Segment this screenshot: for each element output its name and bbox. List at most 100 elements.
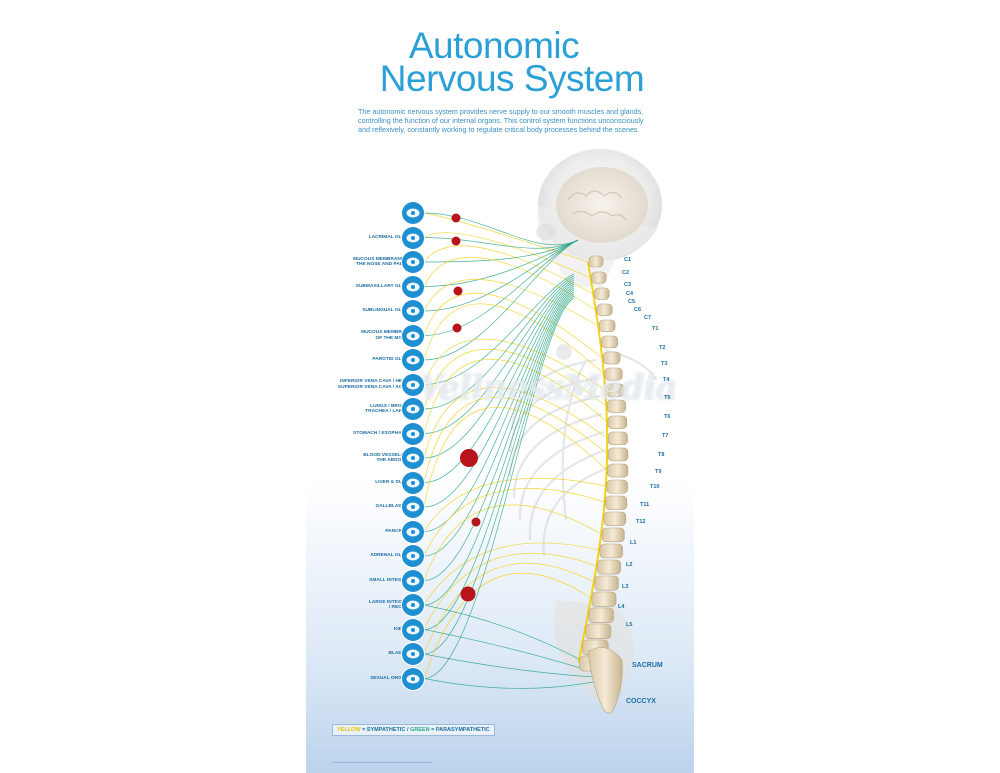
rib-cage [508, 348, 657, 557]
sexual-organs-icon [402, 667, 424, 690]
vertebra [603, 511, 627, 526]
nerve-line [423, 504, 602, 581]
vertebra [606, 479, 628, 494]
sacrum-label: SACRUM [632, 662, 663, 669]
vertebra-label: L2 [626, 562, 633, 568]
blood-vessels-icon [402, 447, 424, 469]
legend-separator: / [406, 727, 409, 733]
nerve-line [423, 279, 575, 459]
nerve-line [423, 387, 608, 459]
nervous-system-illustration [423, 149, 662, 714]
ganglia [451, 213, 481, 602]
vertebra-label: T8 [658, 452, 665, 458]
vertebra [599, 543, 623, 559]
nose-palate-icon [402, 251, 424, 273]
skull [536, 149, 662, 288]
vertebra [607, 463, 629, 478]
vertebra-label: L1 [630, 540, 637, 546]
organ-label: BLADDER [388, 651, 412, 657]
title-line-1: Autonomic [408, 25, 580, 66]
nerve-line [423, 237, 579, 249]
gallbladder-icon [402, 496, 424, 518]
nerve-line [423, 287, 575, 557]
vertebra [600, 335, 618, 349]
vertebra-label: T2 [659, 345, 666, 351]
vertebra [602, 351, 621, 365]
nerve-line [423, 303, 605, 375]
vertebra-label: T3 [661, 361, 668, 367]
vertebra [601, 527, 625, 543]
nerve-line [423, 289, 575, 581]
legend: YELLOW = SYMPATHETIC / GREEN = PARASYMPA… [332, 724, 495, 736]
nerve-line [423, 477, 606, 532]
vertebra-label: T12 [636, 519, 646, 525]
vertebra [591, 591, 617, 607]
vertebra [598, 319, 616, 332]
mouth-icon [402, 324, 424, 347]
nerve-line [423, 653, 613, 679]
intro-paragraph: The autonomic nervous system provides ne… [358, 107, 644, 134]
small-intestine-icon [402, 569, 424, 592]
nerve-line [423, 406, 607, 508]
spinal-cord [577, 261, 609, 663]
vertebra [591, 271, 607, 284]
ganglion [451, 236, 461, 246]
vertebra-label: C3 [624, 282, 632, 288]
vertebra-label: T6 [664, 414, 671, 420]
vertebra [585, 623, 612, 639]
legend-yellow: YELLOW [337, 727, 361, 733]
nerve-line [423, 277, 575, 434]
legend-parasympathetic: = PARASYMPATHETIC [431, 727, 490, 733]
vertebra-label: T11 [640, 502, 650, 508]
legend-green: GREEN [410, 727, 430, 733]
vertebra [605, 383, 625, 397]
lungs-icon [402, 398, 424, 420]
vertebra-label: C7 [644, 315, 652, 321]
adrenal-gland-icon [402, 545, 424, 567]
bladder-icon [402, 643, 424, 665]
vertebra-label: T5 [664, 395, 671, 401]
eye-icon [402, 202, 424, 224]
nerve-line [423, 239, 579, 287]
vertebra-label: T9 [655, 469, 662, 475]
nerve-line [423, 293, 575, 630]
nerve-lines [423, 212, 613, 689]
organ-label: PANCREAS [385, 528, 412, 534]
nerve-line [423, 562, 594, 655]
nerve-line [423, 292, 603, 359]
vertebra-label: T7 [662, 433, 669, 439]
ganglion [452, 323, 462, 333]
heart-icon [402, 373, 424, 396]
nerve-line [423, 239, 579, 263]
nerve-line [423, 239, 579, 336]
vertebra [593, 287, 610, 300]
vertebra-label: T1 [652, 326, 659, 332]
organ-label: SMALL INTESTINE [369, 577, 412, 583]
nerve-line [423, 359, 608, 434]
organ-label: SEXUAL ORGANS [370, 675, 412, 681]
nerve-line [423, 232, 591, 279]
ganglion [460, 586, 476, 602]
coccyx-label: COCCYX [626, 698, 656, 705]
nerve-line [423, 273, 575, 385]
nerve-line [423, 275, 575, 410]
sublingual-gland-icon [402, 300, 424, 322]
vertebra-label: C5 [628, 299, 636, 305]
vertebra-label: C6 [634, 307, 642, 313]
organ-label: GALLBLADDER [375, 504, 412, 510]
nerve-line [423, 212, 579, 246]
nerve-line [423, 552, 597, 630]
vertebra [588, 607, 614, 623]
vertebra [606, 399, 626, 413]
sacrum-bone [587, 647, 623, 714]
vertebra [588, 255, 604, 268]
nerve-line [423, 542, 600, 606]
poster: Autonomic Nervous System The autonomic n… [306, 0, 694, 773]
vertebra [597, 559, 621, 575]
parotid-gland-icon [402, 349, 424, 371]
vertebra [596, 303, 613, 316]
ganglion [451, 213, 461, 223]
nerve-line [423, 291, 575, 606]
nerve-line [423, 257, 596, 311]
kidney-icon [402, 618, 424, 641]
